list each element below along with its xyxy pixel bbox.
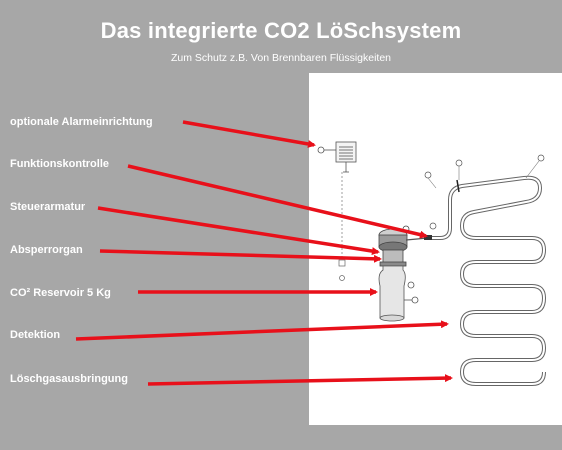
alarm-device <box>317 141 357 173</box>
label-function-check: Funktionskontrolle <box>10 158 109 170</box>
arrow-shutoff <box>99 249 382 263</box>
arrow-detection <box>75 320 449 341</box>
arrows <box>75 120 453 386</box>
arrow-alarm <box>182 120 316 148</box>
label-control-valve: Steuerarmatur <box>10 201 86 213</box>
arrow-control-valve <box>97 206 380 256</box>
label-discharge: Löschgasausbringung <box>10 373 128 385</box>
arrow-discharge <box>147 374 453 386</box>
label-alarm: optionale Alarmeinrichtung <box>10 116 153 128</box>
label-shutoff: Absperrorgan <box>10 244 83 256</box>
label-reservoir: CO² Reservoir 5 Kg <box>10 287 111 299</box>
co2-cylinder <box>378 265 419 322</box>
label-detection: Detektion <box>10 329 61 341</box>
arrow-function-check <box>127 164 428 239</box>
page-title: Das integrierte CO2 LöSchsystem <box>100 18 462 43</box>
control-valve <box>378 225 410 267</box>
page-subtitle: Zum Schutz z.B. Von Brennbaren Flüssigke… <box>170 52 392 64</box>
